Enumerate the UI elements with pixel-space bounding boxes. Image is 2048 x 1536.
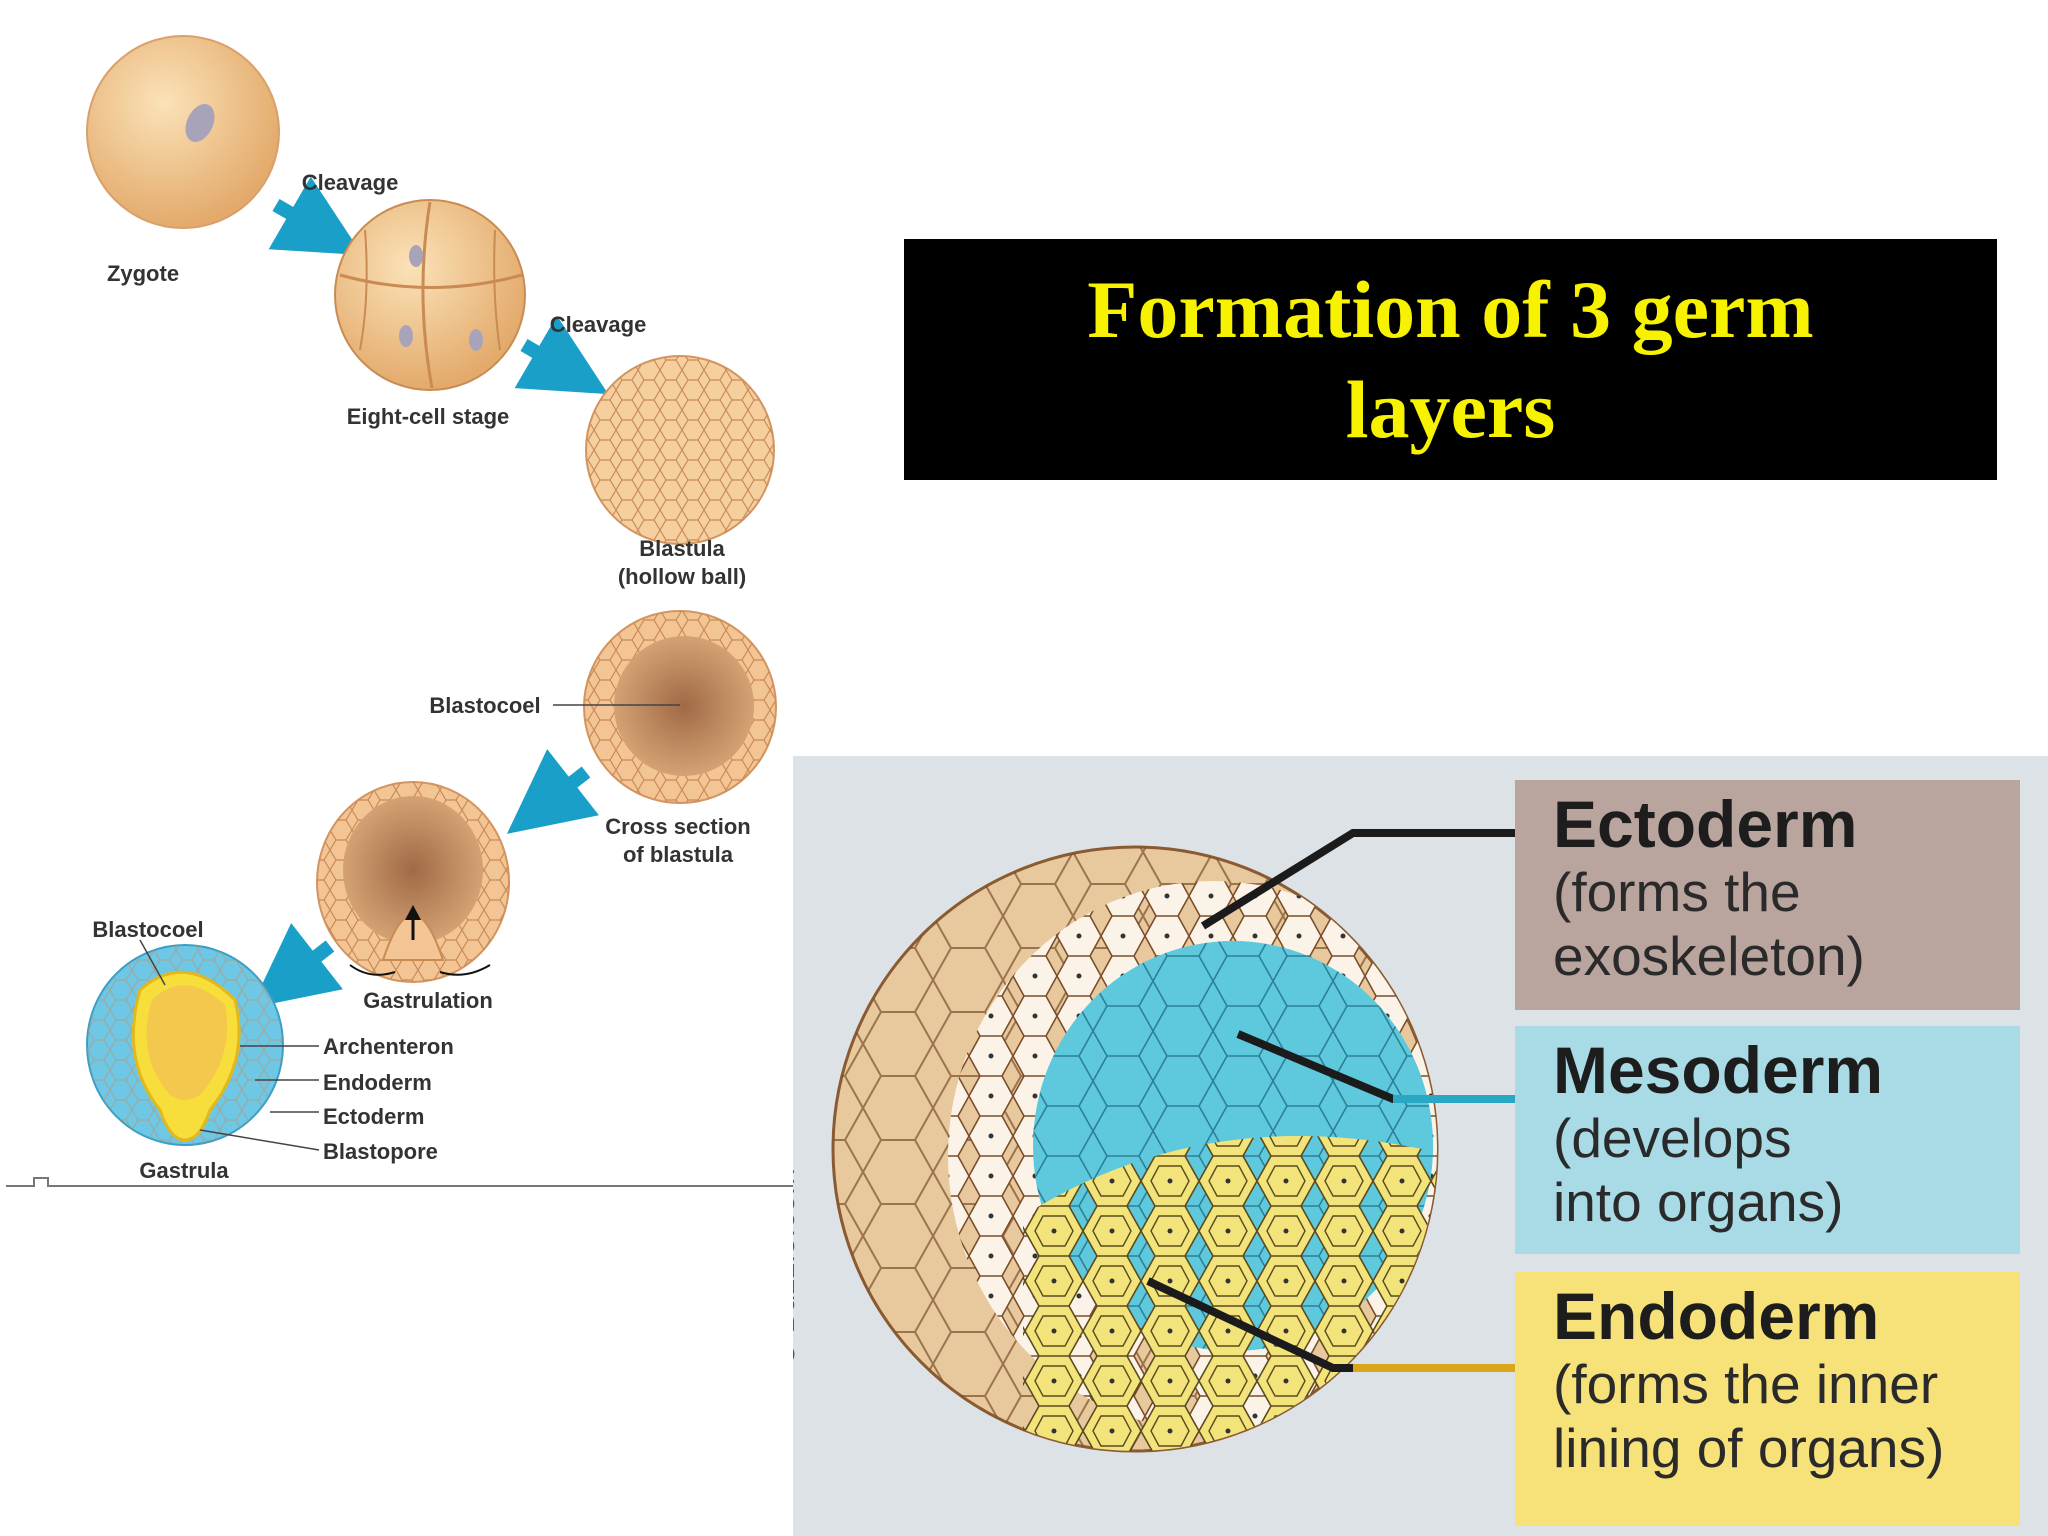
endoderm-desc-1: (forms the inner	[1553, 1353, 1939, 1415]
zygote-cell	[86, 35, 280, 229]
title-banner: Formation of 3 germ layers	[904, 239, 1997, 480]
label-ectoderm: Ectoderm	[323, 1104, 424, 1129]
embryo-cross-section	[831, 845, 1439, 1453]
curved-arrow-icon	[349, 964, 396, 976]
blastula-cross-section	[583, 610, 777, 804]
leader-line	[139, 939, 166, 986]
arrow-icon	[268, 176, 363, 256]
label-cleavage-2: Cleavage	[550, 312, 647, 337]
endoderm-label-box: Endoderm (forms the inner lining of orga…	[1515, 1272, 2020, 1526]
mesoderm-desc-2: into organs)	[1553, 1171, 1844, 1233]
label-blastula-sub: (hollow ball)	[618, 564, 746, 589]
ectoderm-label-box: Ectoderm (forms the exoskeleton)	[1515, 780, 2020, 1010]
leader-line-ectoderm	[1200, 829, 1515, 930]
curved-arrow-icon	[439, 964, 491, 976]
label-blastula: Blastula	[639, 536, 725, 561]
gastrula-embryo	[86, 944, 284, 1146]
mesoderm-desc-1: (develops	[1553, 1107, 1792, 1169]
endoderm-desc-2: lining of organs)	[1553, 1417, 1945, 1479]
arrow-icon	[506, 749, 599, 834]
eight-cell-embryo	[334, 199, 526, 391]
label-endoderm: Endoderm	[323, 1070, 432, 1095]
label-blastocoel-2: Blastocoel	[92, 917, 203, 942]
label-gastrulation: Gastrulation	[363, 988, 493, 1013]
arrow-icon	[514, 315, 609, 395]
mesoderm-title: Mesoderm	[1553, 1033, 1884, 1107]
label-cross-section: Cross section	[605, 814, 751, 839]
ectoderm-desc-2: exoskeleton)	[1553, 925, 1865, 987]
label-blastopore: Blastopore	[323, 1139, 438, 1164]
embryo-layers-illustration	[831, 780, 1525, 1526]
label-cross-section-sub: of blastula	[623, 842, 734, 867]
divider-line	[6, 1177, 800, 1187]
arrow-icon	[250, 923, 343, 1008]
label-gastrula: Gastrula	[139, 1158, 229, 1183]
ectoderm-desc-1: (forms the	[1553, 861, 1801, 923]
blastula-embryo	[585, 355, 775, 545]
embryo-development-diagram: Zygote Cleavage Eight-cell stage Cleavag…	[6, 35, 800, 1187]
endoderm-title: Endoderm	[1553, 1279, 1880, 1353]
credit-text: © Buzzle.com	[793, 1168, 801, 1366]
label-blastocoel-1: Blastocoel	[429, 693, 540, 718]
ectoderm-title: Ectoderm	[1553, 787, 1858, 861]
label-eight-cell: Eight-cell stage	[347, 404, 510, 429]
leader-line	[199, 1129, 320, 1151]
label-zygote: Zygote	[107, 261, 179, 286]
label-archenteron: Archenteron	[323, 1034, 454, 1059]
label-cleavage-1: Cleavage	[302, 170, 399, 195]
gastrulation-embryo	[316, 781, 510, 983]
mesoderm-label-box: Mesoderm (develops into organs)	[1515, 1026, 2020, 1254]
germ-layers-panel: Ectoderm (forms the exoskeleton) Mesoder…	[793, 756, 2048, 1536]
page-title: Formation of 3 germ layers	[1087, 263, 1814, 455]
